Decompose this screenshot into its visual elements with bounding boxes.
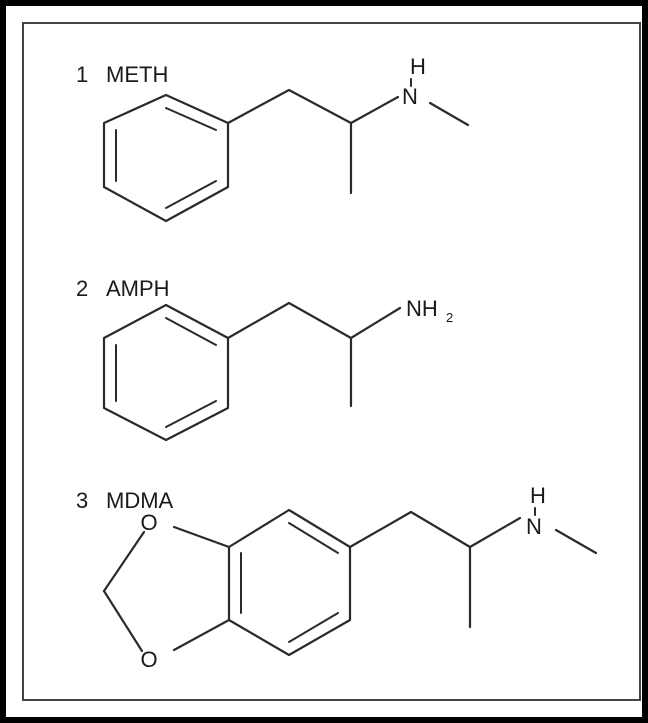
- mdma-c-o-bottom: [172, 618, 231, 652]
- inner-border: [22, 22, 641, 701]
- mdma-o-ch2-bottom: [102, 589, 144, 653]
- amph-amine-subscript: 2: [446, 310, 453, 325]
- mdma-name: MDMA: [106, 488, 174, 513]
- molecule-amph: 2 AMPH NH 2: [76, 276, 453, 442]
- mdma-number: 3: [76, 488, 88, 513]
- amph-double-bond-2: [165, 400, 217, 428]
- mdma-c-o-top: [172, 525, 231, 549]
- meth-n-methyl: [428, 101, 470, 127]
- mdma-double-bond-1: [288, 522, 339, 554]
- amph-side-chain: [226, 301, 402, 340]
- mdma-oxygen-top: O: [140, 510, 157, 535]
- amph-amine: NH: [406, 296, 438, 321]
- meth-side-chain: [226, 88, 400, 125]
- mdma-o-ch2-top: [102, 530, 146, 593]
- meth-number: 1: [76, 62, 88, 87]
- mdma-nitrogen: N: [526, 514, 542, 539]
- mdma-n-methyl: [554, 528, 598, 555]
- meth-double-bond-2: [165, 180, 217, 209]
- mdma-hydrogen: H: [530, 483, 546, 508]
- mdma-side-chain: [348, 510, 522, 549]
- amph-double-bond-1: [165, 317, 217, 346]
- meth-hydrogen: H: [410, 54, 426, 79]
- mdma-double-bond-2: [288, 612, 339, 643]
- mdma-oxygen-bottom: O: [140, 647, 157, 672]
- molecule-meth: 1 METH H N: [76, 54, 470, 223]
- meth-name: METH: [106, 62, 168, 87]
- meth-nitrogen: N: [402, 84, 418, 109]
- amph-number: 2: [76, 276, 88, 301]
- meth-double-bond-1: [165, 107, 217, 131]
- molecule-mdma: 3 MDMA O O H N: [76, 483, 598, 672]
- amph-name: AMPH: [106, 276, 170, 301]
